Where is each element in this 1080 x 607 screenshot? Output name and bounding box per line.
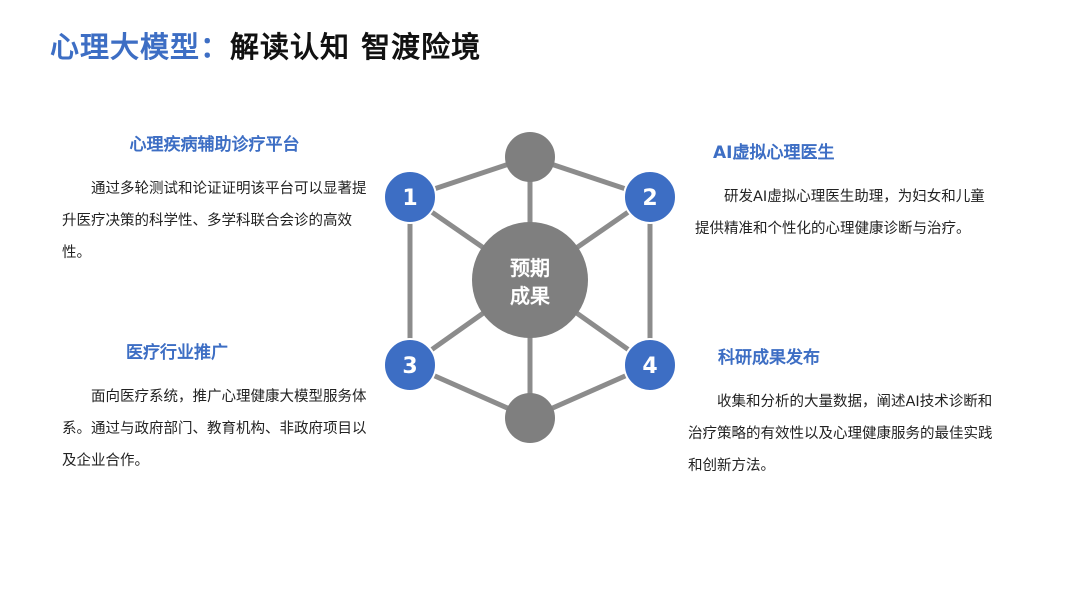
node-1-label: 1 bbox=[402, 186, 417, 211]
section-1-body: 通过多轮测试和论证证明该平台可以显著提升医疗决策的科学性、多学科联合会诊的高效性… bbox=[62, 181, 367, 261]
node-4-label: 4 bbox=[642, 354, 657, 379]
section-4-body: 收集和分析的大量数据，阐述AI技术诊断和治疗策略的有效性以及心理健康服务的最佳实… bbox=[688, 394, 993, 474]
center-label-line1: 预期 bbox=[510, 256, 550, 280]
section-3-body: 面向医疗系统，推广心理健康大模型服务体系。通过与政府部门、教育机构、非政府项目以… bbox=[62, 389, 367, 469]
node-2-label: 2 bbox=[642, 186, 657, 211]
section-2-heading: AI虚拟心理医生 bbox=[713, 143, 835, 163]
numbered-node-2: 2 bbox=[623, 170, 677, 224]
page-title: 心理大模型：解读认知 智渡险境 bbox=[50, 24, 481, 66]
section-2: AI虚拟心理医生 研发AI虚拟心理医生助理，为妇女和儿童提供精准和个性化的心理健… bbox=[695, 138, 995, 245]
section-1-heading: 心理疾病辅助诊疗平台 bbox=[129, 135, 300, 155]
section-1: 心理疾病辅助诊疗平台 通过多轮测试和论证证明该平台可以显著提升医疗决策的科学性、… bbox=[62, 130, 367, 269]
numbered-node-4: 4 bbox=[623, 338, 677, 392]
top-gray-node bbox=[505, 132, 555, 182]
section-4-heading: 科研成果发布 bbox=[718, 348, 820, 368]
center-label-line2: 成果 bbox=[510, 284, 550, 308]
node-3-label: 3 bbox=[402, 354, 417, 379]
page-title-accent: 心理大模型： bbox=[50, 30, 231, 64]
numbered-node-3: 3 bbox=[383, 338, 437, 392]
page-title-rest: 解读认知 智渡险境 bbox=[230, 30, 482, 64]
section-3: 医疗行业推广 面向医疗系统，推广心理健康大模型服务体系。通过与政府部门、教育机构… bbox=[62, 338, 372, 477]
section-3-heading: 医疗行业推广 bbox=[126, 343, 228, 363]
numbered-node-1: 1 bbox=[383, 170, 437, 224]
section-4: 科研成果发布 收集和分析的大量数据，阐述AI技术诊断和治疗策略的有效性以及心理健… bbox=[688, 343, 998, 482]
section-2-body: 研发AI虚拟心理医生助理，为妇女和儿童提供精准和个性化的心理健康诊断与治疗。 bbox=[695, 189, 985, 237]
center-node bbox=[472, 222, 588, 338]
bottom-gray-node bbox=[505, 393, 555, 443]
